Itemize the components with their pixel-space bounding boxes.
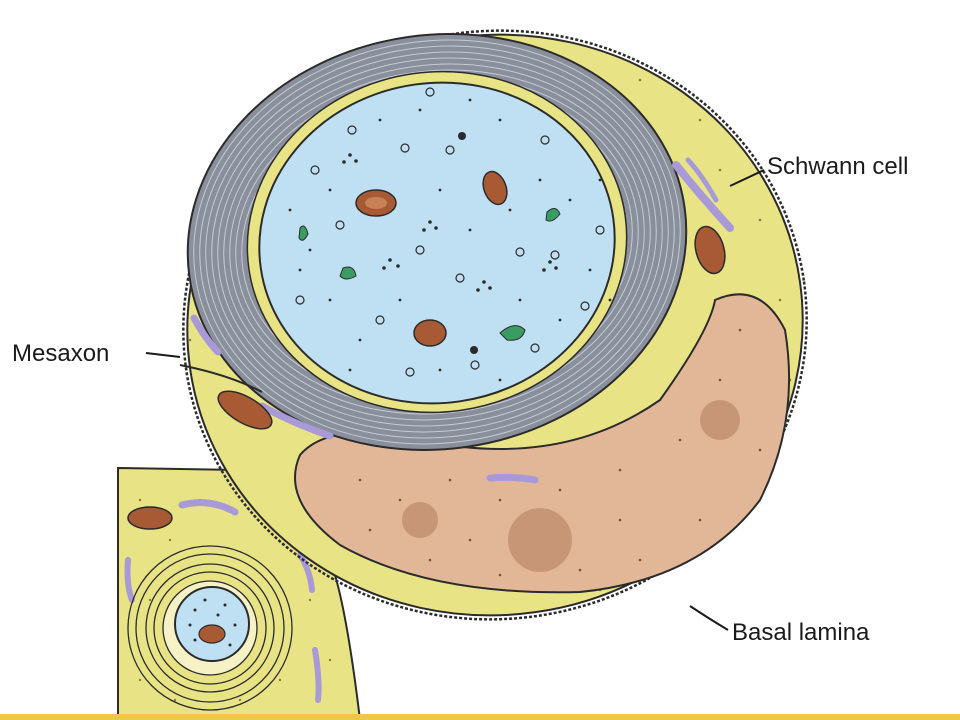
- adjacent-golgi-cisterna: [124, 557, 135, 603]
- basal-lamina-label: Basal lamina: [732, 619, 870, 646]
- adjacent-axon: [174, 586, 250, 662]
- mesaxon-membrane: [179, 364, 263, 393]
- axon-small-vesicles: [295, 87, 605, 377]
- adjacent-golgi-cisterna: [297, 552, 315, 593]
- axon-mitochondrion: [413, 319, 447, 347]
- diagram-labels: Schwann cell Mesaxon Basal lamina: [12, 153, 908, 646]
- schwann-golgi-cisterna: [258, 402, 334, 440]
- axon-green-vesicle: [499, 325, 526, 341]
- axon-dense-particles: [288, 98, 612, 382]
- adjacent-myelin-ring: [153, 571, 267, 685]
- main-nerve-fiber: [179, 29, 808, 621]
- adjacent-myelin-ring: [145, 563, 275, 693]
- adjacent-golgi-cisterna: [312, 647, 322, 703]
- axon-mitochondrion-inner: [365, 197, 387, 209]
- adjacent-myelin-ring: [135, 553, 285, 703]
- schwann-cell-leader: [729, 169, 765, 187]
- mesaxon-label: Mesaxon: [12, 340, 109, 367]
- adjacent-axon-mitochondrion: [198, 624, 226, 644]
- adjacent-mitochondrion: [127, 506, 173, 530]
- adjacent-myelin-ring: [127, 545, 293, 711]
- adjacent-axon-particles: [188, 598, 237, 647]
- axon-green-vesicle: [545, 208, 561, 222]
- bottom-accent-bar: [0, 714, 960, 720]
- basal-lamina-leader: [689, 605, 729, 631]
- nucleus-chromatin: [402, 400, 740, 572]
- axon: [258, 81, 616, 405]
- schwann-golgi-cisterna: [190, 314, 222, 356]
- schwann-mitochondrion: [217, 390, 273, 430]
- schwann-golgi-cisterna: [486, 473, 539, 484]
- schwann-golgi-cisterna: [685, 157, 719, 203]
- axon-green-vesicle: [298, 225, 309, 241]
- mesaxon-leader: [145, 352, 181, 358]
- adjacent-golgi-cisterna: [178, 499, 239, 516]
- axon-mitochondrion: [482, 170, 508, 206]
- nucleus-stipple: [358, 328, 762, 577]
- schwann-cell-label: Schwann cell: [767, 153, 908, 180]
- schwann-golgi-cisterna: [672, 161, 734, 232]
- axon-green-vesicle: [339, 266, 357, 280]
- schwann-mitochondrion: [694, 225, 726, 275]
